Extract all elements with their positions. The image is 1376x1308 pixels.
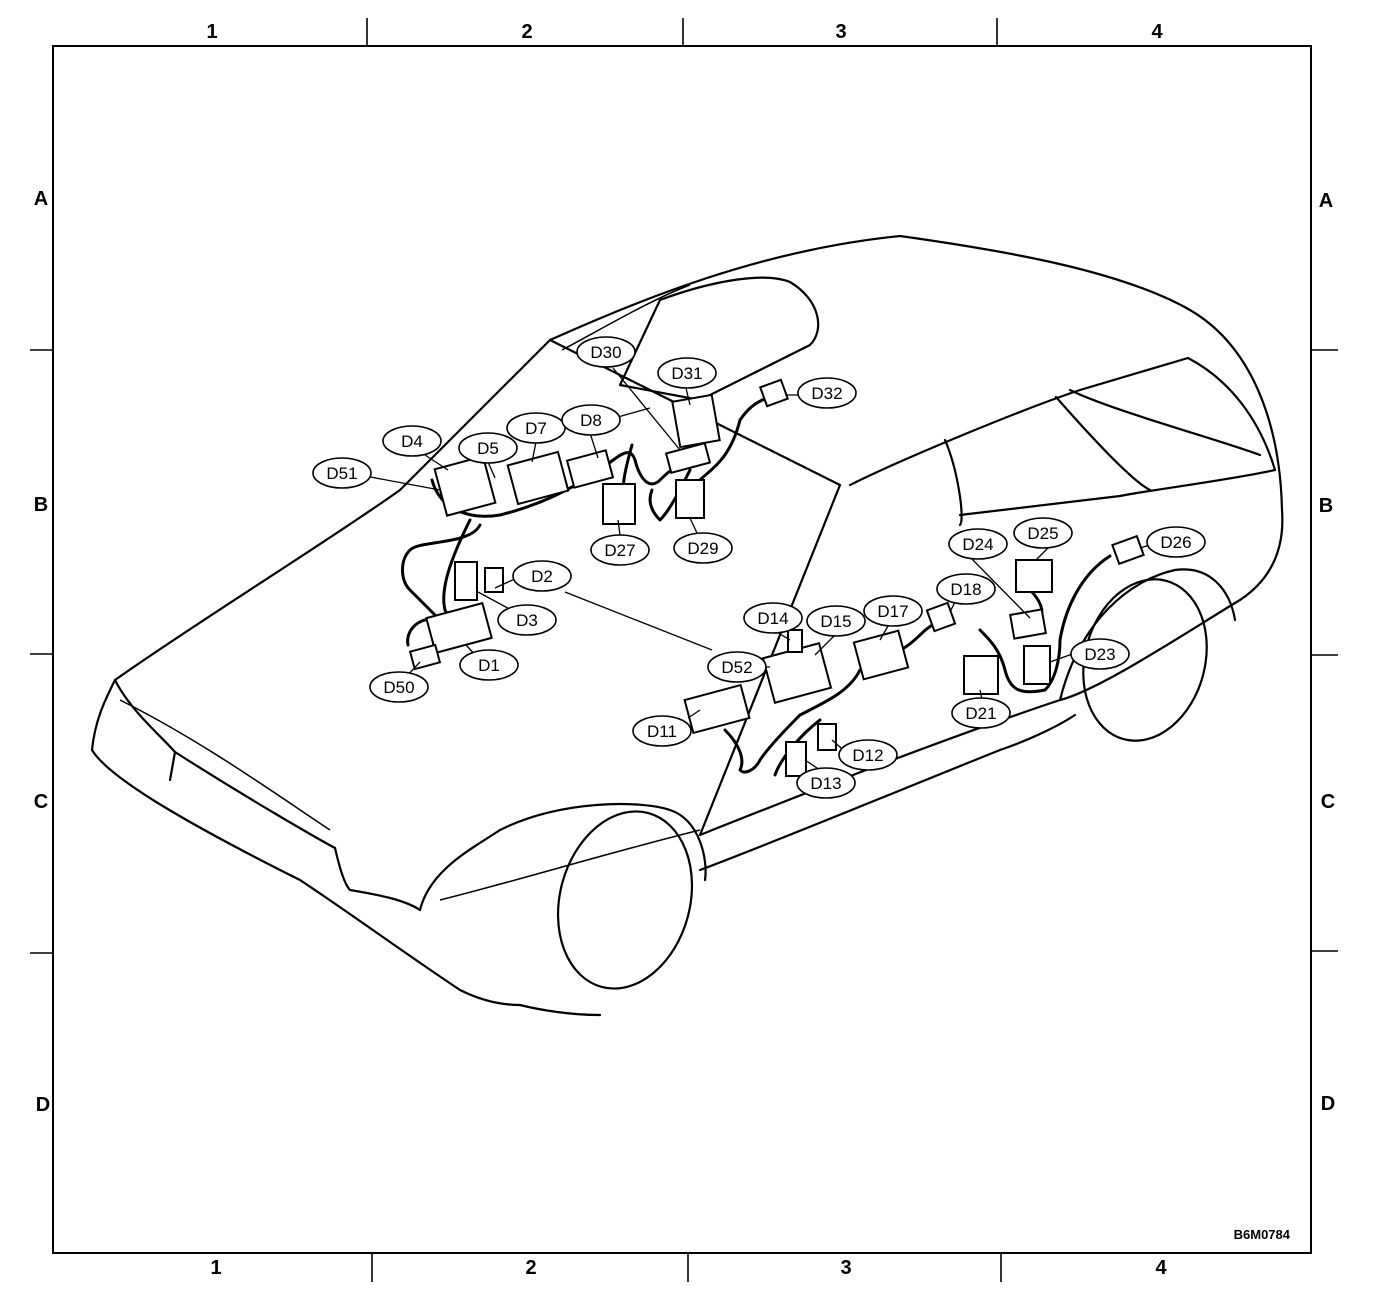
callout-D7: D7 <box>506 412 566 444</box>
callout-label-D18: D18 <box>950 580 981 599</box>
callout-label-D5: D5 <box>477 439 499 458</box>
diagram-frame <box>52 45 1312 1254</box>
callout-D4: D4 <box>382 425 442 457</box>
callout-D30: D30 <box>576 336 636 368</box>
callout-D2: D2 <box>512 560 572 592</box>
callout-label-D51: D51 <box>326 464 357 483</box>
callout-label-D1: D1 <box>478 656 500 675</box>
callout-D31: D31 <box>657 357 717 389</box>
callout-label-D7: D7 <box>525 419 547 438</box>
callout-label-D24: D24 <box>962 535 993 554</box>
callout-D21: D21 <box>951 697 1011 729</box>
callout-label-D32: D32 <box>811 384 842 403</box>
callout-D5: D5 <box>458 432 518 464</box>
grid-col-label-top-2: 2 <box>521 21 532 43</box>
callout-label-D4: D4 <box>401 432 423 451</box>
grid-row-label-right-A: A <box>1319 190 1333 212</box>
callout-D24: D24 <box>948 528 1008 560</box>
callout-D27: D27 <box>590 534 650 566</box>
callout-label-D8: D8 <box>580 411 602 430</box>
callout-D23: D23 <box>1070 638 1130 670</box>
callout-label-D3: D3 <box>516 611 538 630</box>
callout-D50: D50 <box>369 671 429 703</box>
callouts: D1 D2 D3 D4 D5 D7 D8 D11 D12 D13 D14 D15… <box>312 336 1206 799</box>
callout-label-D12: D12 <box>852 746 883 765</box>
callout-D17: D17 <box>863 595 923 627</box>
callout-label-D23: D23 <box>1084 645 1115 664</box>
grid-ticks <box>30 18 1338 1282</box>
grid-col-label-bottom-4: 4 <box>1155 1257 1167 1279</box>
grid-row-label-left-D: D <box>36 1094 50 1116</box>
grid-row-label-left-B: B <box>34 494 48 516</box>
callout-label-D14: D14 <box>757 609 788 628</box>
callout-label-D13: D13 <box>810 774 841 793</box>
callout-D3: D3 <box>497 604 557 636</box>
callout-label-D30: D30 <box>590 343 621 362</box>
grid-col-label-bottom-2: 2 <box>525 1257 536 1279</box>
callout-label-D31: D31 <box>671 364 702 383</box>
figure-code: B6M0784 <box>1234 1227 1291 1242</box>
callout-D14: D14 <box>743 602 803 634</box>
callout-label-D25: D25 <box>1027 524 1058 543</box>
grid-col-label-bottom-3: 3 <box>840 1257 851 1279</box>
grid-row-label-right-B: B <box>1319 495 1333 517</box>
callout-label-D15: D15 <box>820 612 851 631</box>
grid-col-label-top-4: 4 <box>1151 21 1163 43</box>
callout-D1: D1 <box>459 649 519 681</box>
callout-D12: D12 <box>838 739 898 771</box>
grid-col-label-top-1: 1 <box>206 21 217 43</box>
callout-D8: D8 <box>561 404 621 436</box>
callout-D32: D32 <box>797 377 857 409</box>
callout-label-D29: D29 <box>687 539 718 558</box>
connectors <box>408 378 1145 777</box>
grid-row-label-right-D: D <box>1321 1093 1335 1115</box>
callout-D15: D15 <box>806 605 866 637</box>
callout-label-D17: D17 <box>877 602 908 621</box>
grid-row-label-left-A: A <box>34 188 48 210</box>
grid-col-label-top-3: 3 <box>835 21 846 43</box>
callout-label-D21: D21 <box>965 704 996 723</box>
callout-label-D52: D52 <box>721 658 752 677</box>
callout-D18: D18 <box>936 573 996 605</box>
car-body <box>90 234 1284 1017</box>
callout-D29: D29 <box>673 532 733 564</box>
callout-D13: D13 <box>796 767 856 799</box>
callout-label-D2: D2 <box>531 567 553 586</box>
callout-D11: D11 <box>632 715 692 747</box>
callout-D52: D52 <box>707 651 767 683</box>
callout-label-D50: D50 <box>383 678 414 697</box>
callout-D26: D26 <box>1146 526 1206 558</box>
grid-row-label-right-C: C <box>1321 791 1335 813</box>
grid-row-label-left-C: C <box>34 791 48 813</box>
callout-label-D27: D27 <box>604 541 635 560</box>
callout-D25: D25 <box>1013 517 1073 549</box>
callout-label-D26: D26 <box>1160 533 1191 552</box>
callout-D51: D51 <box>312 457 372 489</box>
grid-col-label-bottom-1: 1 <box>210 1257 221 1279</box>
callout-label-D11: D11 <box>647 722 677 741</box>
